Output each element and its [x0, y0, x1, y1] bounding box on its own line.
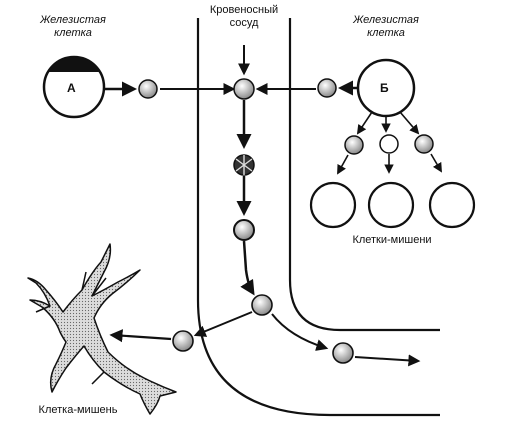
molecule-local-2	[379, 134, 399, 154]
molecule-vessel-2	[233, 154, 255, 176]
target-cell-3	[428, 181, 476, 229]
gland-b-title: Железистая клетка	[353, 14, 419, 39]
local-signaling-arrows-2	[337, 153, 442, 175]
molecule-vessel-1	[233, 78, 255, 100]
arrow-vessel-down-3	[240, 240, 255, 296]
cell-a-letter: А	[67, 81, 76, 95]
blood-vessel	[196, 18, 440, 417]
vessel-inner-wall	[288, 18, 440, 332]
arrow-into-target	[109, 329, 172, 343]
target-cell-2	[367, 181, 415, 229]
vessel-title: Кровеносный сосуд	[209, 4, 279, 29]
arrow-vessel-onward-2	[354, 354, 421, 367]
molecule-vessel-3	[233, 219, 255, 241]
molecule-local-3	[414, 134, 434, 154]
arrow-vessel-onward-1	[271, 313, 329, 351]
gland-a-title: Железистая клетка	[40, 14, 106, 39]
cell-b-letter: Б	[380, 81, 389, 95]
molecule-a	[138, 79, 158, 99]
molecule-local-1	[344, 135, 364, 155]
gland-cell-a	[42, 55, 106, 119]
molecule-exit-right	[332, 342, 354, 364]
molecule-exit-left	[172, 330, 194, 352]
target-cells-caption: Клетки-мишени	[352, 234, 432, 246]
target-cell-1	[309, 181, 357, 229]
target-cell-neuron	[27, 243, 177, 415]
molecule-vessel-4	[251, 294, 273, 316]
local-signaling	[356, 111, 420, 135]
target-cell-caption: Клетка-мишень	[38, 404, 118, 416]
vessel-outer-wall	[196, 18, 440, 417]
arrow-to-target-cell	[193, 311, 253, 337]
molecule-b	[317, 78, 337, 98]
